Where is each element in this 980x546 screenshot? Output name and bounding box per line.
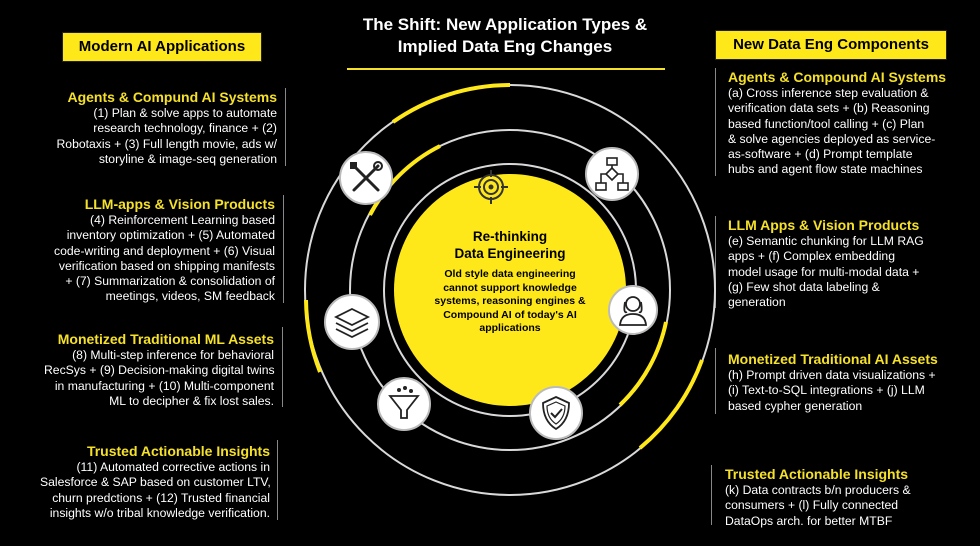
section-line: based function/tool calling + (c) Plan [728, 116, 925, 131]
section-line: (g) Few shot data labeling & [728, 279, 880, 294]
section-line: Salesforce & SAP based on customer LTV, [40, 475, 271, 490]
section-line: Robotaxis + (3) Full length movie, ads w… [56, 136, 278, 151]
title-line-1: The Shift: New Application Types & [362, 15, 648, 34]
left-column-header: Modern AI Applications [62, 32, 262, 62]
section-line: (8) Multi-step inference for behavioral [72, 348, 274, 362]
shield-check-icon [529, 386, 583, 440]
section-line: model usage for multi-modal data + [728, 264, 920, 279]
yellow-arc [391, 83, 511, 124]
section-heading: Agents & Compound AI Systems [728, 69, 947, 85]
diagram-title: The Shift: New Application Types & Impli… [320, 14, 690, 58]
right-section-llm-apps: LLM Apps & Vision Products (e) Semantic … [728, 216, 968, 310]
divider-line [283, 195, 284, 303]
right-section-agents: Agents & Compound AI Systems (a) Cross i… [728, 68, 968, 178]
left-section-monetized-ml: Monetized Traditional ML Assets (8) Mult… [44, 330, 275, 409]
section-heading: Trusted Actionable Insights [725, 466, 909, 482]
section-line: apps + (f) Complex embedding [728, 249, 895, 264]
center-title-line-1: Re-thinking [472, 229, 548, 244]
section-line: (11) Automated corrective actions in [76, 460, 270, 474]
yellow-arc [304, 299, 322, 373]
section-line: inventory optimization + (5) Automated [66, 228, 275, 243]
section-line: code-writing and deployment + (6) Visual [54, 243, 275, 258]
divider-line [715, 68, 716, 176]
divider-line [285, 88, 286, 166]
section-line: consumers + (l) Fully connected [725, 498, 899, 513]
section-line: (k) Data contracts b/n producers & [725, 483, 911, 497]
tools-icon [339, 151, 393, 205]
section-line: based cypher generation [728, 398, 863, 413]
title-underline [347, 68, 665, 70]
funnel-icon [377, 377, 431, 431]
section-line: churn predctions + (12) Trusted financia… [52, 490, 270, 505]
person-icon [608, 285, 658, 335]
center-title-line-2: Data Engineering [454, 246, 566, 261]
section-line: (e) Semantic chunking for LLM RAG [728, 234, 924, 248]
section-line: & solve agencies deployed as service- [728, 131, 936, 146]
center-circle [394, 174, 626, 406]
section-line: (i) Text-to-SQL integrations + (j) LLM [728, 383, 925, 398]
section-line: + (7) Summarization & consolidation of [65, 274, 275, 289]
yellow-arc [618, 321, 668, 407]
center-line: cannot support knowledge [443, 281, 577, 294]
section-heading: LLM-apps & Vision Products [84, 196, 275, 212]
section-line: (1) Plan & solve apps to automate [93, 106, 277, 120]
section-heading: Monetized Traditional ML Assets [57, 331, 274, 347]
section-line: DataOps arch. for better MTBF [725, 513, 893, 528]
section-line: (a) Cross inference step evaluation & [728, 86, 929, 100]
center-line: Compound AI of today's AI [443, 308, 577, 321]
right-column-header: New Data Eng Components [715, 30, 947, 60]
divider-line [715, 216, 716, 308]
title-line-2: Implied Data Eng Changes [397, 37, 613, 56]
center-line: applications [479, 322, 541, 334]
section-line: research technology, finance + (2) [93, 121, 277, 136]
section-line: (h) Prompt driven data visualizations + [728, 368, 936, 382]
right-section-insights: Trusted Actionable Insights (k) Data con… [725, 465, 965, 529]
divider-line [711, 465, 712, 525]
section-line: meetings, videos, SM feedback [105, 289, 275, 304]
section-line: hubs and agent flow state machines [728, 162, 923, 177]
section-heading: LLM Apps & Vision Products [728, 217, 920, 233]
target-icon [474, 170, 508, 204]
section-line: insights w/o tribal knowledge verificati… [49, 505, 270, 520]
left-section-agents: Agents & Compund AI Systems (1) Plan & s… [47, 88, 278, 167]
divider-line [282, 327, 283, 407]
divider-line [715, 348, 716, 414]
left-section-insights: Trusted Actionable Insights (11) Automat… [40, 442, 271, 521]
section-line: generation [728, 295, 786, 310]
yellow-arc [368, 144, 441, 216]
section-line: verification based on shipping manifests [58, 258, 275, 273]
flowchart-icon [585, 147, 639, 201]
center-description: Old style data engineering cannot suppor… [405, 268, 615, 336]
middle-ring [349, 129, 671, 451]
section-heading: Monetized Traditional AI Assets [728, 351, 938, 367]
section-line: verification data sets + (b) Reasoning [728, 101, 930, 116]
section-line: ML to decipher & fix lost sales. [109, 393, 274, 408]
divider-line [277, 440, 278, 520]
section-line: as-software + (d) Prompt template [728, 147, 913, 162]
section-heading: Trusted Actionable Insights [86, 443, 270, 459]
left-section-llm-apps: LLM-apps & Vision Products (4) Reinforce… [45, 195, 275, 305]
center-title: Re-thinking Data Engineering [395, 228, 625, 262]
center-line: systems, reasoning engines & [434, 295, 586, 307]
section-line: storyline & image-seq generation [98, 151, 277, 166]
section-line: (4) Reinforcement Learning based [90, 213, 275, 227]
yellow-arc [638, 359, 704, 450]
section-line: RecSys + (9) Decision-making digital twi… [44, 363, 275, 378]
section-heading: Agents & Compund AI Systems [67, 89, 277, 105]
section-line: in manufacturing + (10) Multi-component [54, 378, 274, 393]
right-section-monetized-ai: Monetized Traditional AI Assets (h) Prom… [728, 350, 968, 414]
center-line: Old style data engineering [444, 268, 576, 280]
layers-icon [324, 294, 380, 350]
